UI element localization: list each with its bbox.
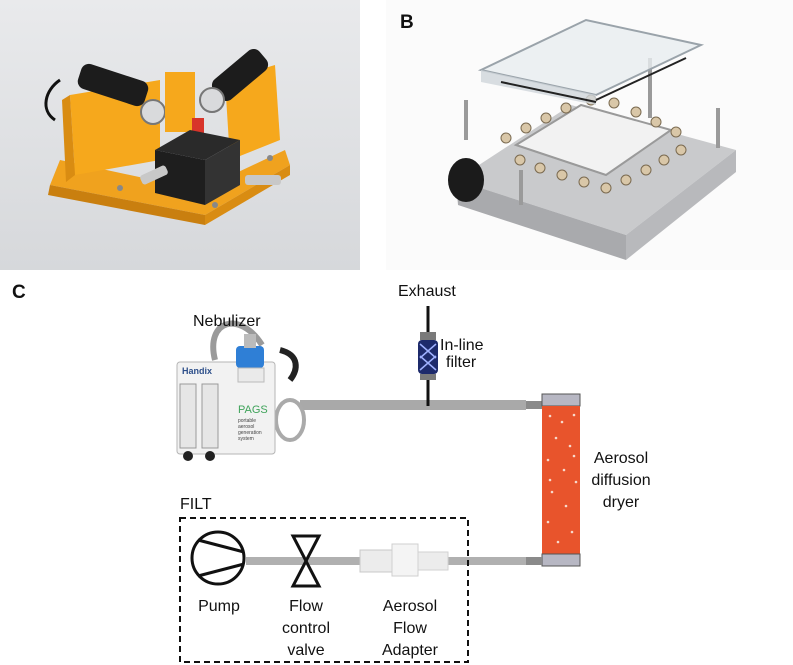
nebulizer-device (176, 320, 306, 461)
label-adapter-line2: Flow (393, 620, 427, 637)
label-adapter-line1: Aerosol (382, 598, 438, 615)
label-inline-filter-line2: filter (446, 354, 477, 371)
label-adapter-line3: Adapter (381, 642, 439, 659)
pump-icon (190, 530, 246, 586)
device-product-text: PAGS (238, 404, 268, 416)
label-valve-line1: Flow (289, 598, 323, 615)
label-dryer-line3: dryer (602, 494, 640, 511)
label-pump: Pump (198, 598, 240, 615)
aerosol-diffusion-dryer (526, 393, 581, 567)
panel-label-b: B (400, 12, 414, 33)
device-line1-text: portable (238, 418, 257, 424)
label-valve-line2: control (281, 620, 331, 637)
label-exhaust: Exhaust (398, 283, 456, 300)
label-inline-filter-line1: In-line (440, 337, 484, 354)
photo-sample-holder (386, 0, 793, 270)
schematic-canvas (176, 306, 581, 663)
flow-control-valve-icon (290, 534, 322, 588)
label-filt: FILT (180, 496, 212, 513)
device-brand-text: Handix (182, 366, 213, 376)
device-line2-text: aerosol (238, 424, 255, 430)
photo-printed-rig (0, 0, 360, 270)
tube-main (300, 400, 526, 410)
panel-label-c: C (12, 282, 26, 303)
aerosol-flow-adapter-icon (359, 543, 449, 577)
inline-filter-icon (418, 332, 438, 380)
label-nebulizer: Nebulizer (193, 313, 261, 330)
device-line3-text: generation (238, 430, 262, 436)
label-dryer-line1: Aerosol (593, 450, 649, 467)
filt-box (179, 517, 469, 663)
device-line4-text: system (238, 436, 254, 442)
label-valve-line3: valve (287, 642, 325, 659)
label-dryer-line2: diffusion (591, 472, 651, 489)
